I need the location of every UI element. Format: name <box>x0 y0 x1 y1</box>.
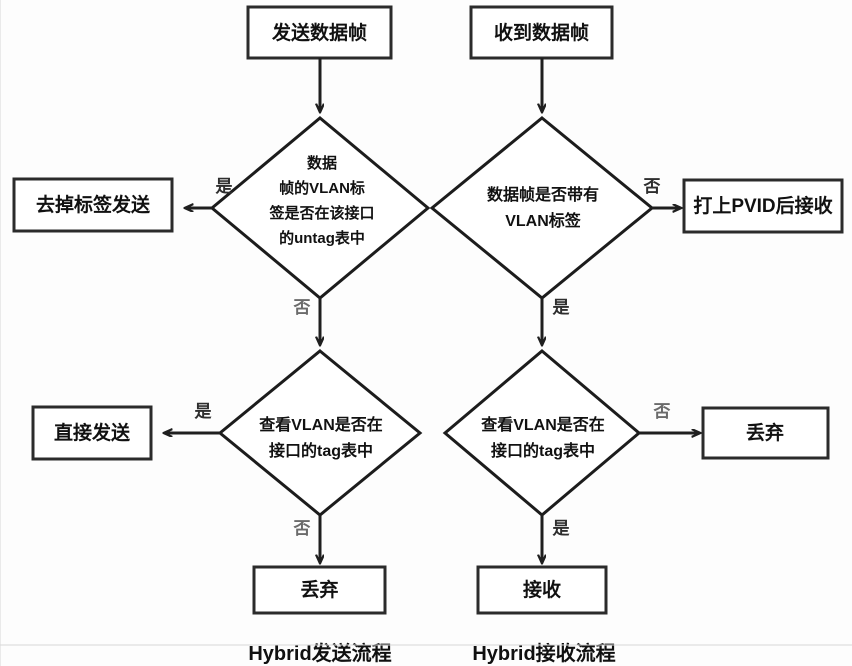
left-decision2-line2: 接口的tag表中 <box>269 441 373 460</box>
left-decision1-line3: 签是否在该接口 <box>268 204 374 222</box>
right-decision1-node: 数据帧是否带有 VLAN标签 <box>429 116 655 300</box>
right-start-label: 收到数据帧 <box>494 21 589 44</box>
left-start-node: 发送数据帧 <box>246 5 393 60</box>
right-decision1-diamond <box>429 116 655 300</box>
right-decision2-no-label: 否 <box>653 402 671 421</box>
right-end-box <box>476 565 608 615</box>
left-decision2-yes-label: 是 <box>195 402 212 421</box>
left-decision2-line1: 查看VLAN是否在 <box>259 415 383 434</box>
left-decision1-node: 数据 帧的VLAN标 签是否在该接口 的untag表中 <box>209 116 431 300</box>
left-end-node: 丢弃 <box>252 565 387 615</box>
left-decision2-node: 查看VLAN是否在 接口的tag表中 <box>217 349 423 517</box>
left-untag-send-box <box>12 177 174 233</box>
left-end-label: 丢弃 <box>300 578 338 601</box>
right-start-box <box>469 5 614 60</box>
right-decision2-line2: 接口的tag表中 <box>491 441 595 460</box>
left-decision1-line4: 的untag表中 <box>279 229 365 247</box>
right-end-node: 接收 <box>476 565 608 615</box>
left-untag-send-node: 去掉标签发送 <box>12 177 174 233</box>
left-direct-send-box <box>31 405 153 461</box>
right-pvid-receive-label: 打上PVID后接收 <box>693 194 832 217</box>
right-pvid-receive-box <box>682 178 844 234</box>
left-decision2-no-label: 否 <box>293 519 311 538</box>
left-direct-send-label: 直接发送 <box>54 421 131 444</box>
right-discard-label: 丢弃 <box>746 421 784 444</box>
right-end-label: 接收 <box>523 578 561 601</box>
right-decision1-line1: 数据帧是否带有 <box>487 185 599 204</box>
right-decision2-yes-label: 是 <box>553 519 570 538</box>
right-decision2-node: 查看VLAN是否在 接口的tag表中 <box>442 349 642 517</box>
right-decision1-yes-label: 是 <box>553 298 570 317</box>
left-decision1-line1: 数据 <box>307 154 337 172</box>
left-untag-send-label: 去掉标签发送 <box>36 193 151 216</box>
left-decision1-yes-label: 是 <box>216 177 233 196</box>
right-discard-node: 丢弃 <box>701 406 830 460</box>
right-decision1-line2: VLAN标签 <box>505 211 582 230</box>
right-decision2-line1: 查看VLAN是否在 <box>481 415 605 434</box>
left-end-box <box>252 565 387 615</box>
right-pvid-receive-node: 打上PVID后接收 <box>682 178 844 234</box>
left-decision1-line2: 帧的VLAN标 <box>279 179 365 197</box>
right-discard-box <box>701 406 830 460</box>
left-direct-send-node: 直接发送 <box>31 405 153 461</box>
left-decision1-no-label: 否 <box>293 298 311 317</box>
right-decision1-no-label: 否 <box>643 177 661 196</box>
right-start-node: 收到数据帧 <box>469 5 614 60</box>
left-start-label: 发送数据帧 <box>271 21 367 44</box>
